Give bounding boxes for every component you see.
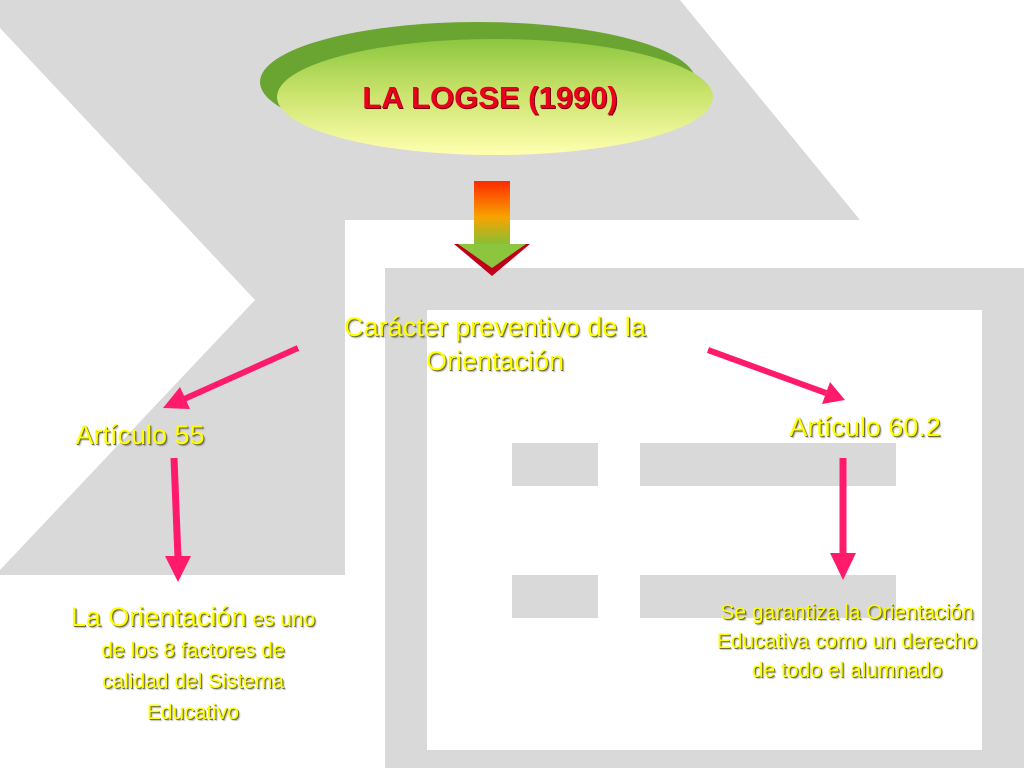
articulo-55-label: Artículo 55 xyxy=(75,420,205,450)
bg-chevron-shape xyxy=(0,0,860,575)
left-line-3: calidad del Sistema xyxy=(101,670,285,693)
right-line-3: de todo el alumnado xyxy=(751,659,943,682)
arrow-to-articulo-60-icon xyxy=(706,347,845,404)
bg-frame-inner xyxy=(427,310,982,750)
subtitle-line-1: Carácter preventivo de la xyxy=(344,312,646,342)
arrow-down-right-icon xyxy=(830,458,856,580)
down-arrow-icon xyxy=(454,181,530,276)
left-line-1: La Orientación es uno xyxy=(28,602,358,635)
left-line-2: de los 8 factores de xyxy=(101,639,285,662)
bg-block-2 xyxy=(640,443,896,486)
subtitle-line-2: Orientación xyxy=(425,346,565,376)
articulo-60-2-description: Se garantiza la Orientación Educativa co… xyxy=(672,598,1022,685)
bg-block-4 xyxy=(640,575,896,618)
left-lead: La Orientación xyxy=(70,602,247,632)
right-line-2: Educativa como un derecho xyxy=(716,630,978,653)
diagram-title: LA LOGSE (1990) xyxy=(362,80,618,115)
arrow-down-left-icon xyxy=(165,457,191,582)
bg-block-1 xyxy=(512,443,598,486)
right-line-1: Se garantiza la Orientación xyxy=(720,601,974,624)
title-ellipse xyxy=(277,39,713,155)
left-rest: es uno xyxy=(246,608,316,631)
articulo-55-description: La Orientación es uno de los 8 factores … xyxy=(28,602,358,728)
articulo-60-2-label: Artículo 60.2 xyxy=(789,412,941,442)
bg-block-3 xyxy=(512,575,598,618)
caracter-preventivo-label: Carácter preventivo de la Orientación xyxy=(300,310,690,378)
left-line-4: Educativo xyxy=(146,701,240,724)
arrow-to-articulo-55-icon xyxy=(163,345,300,409)
